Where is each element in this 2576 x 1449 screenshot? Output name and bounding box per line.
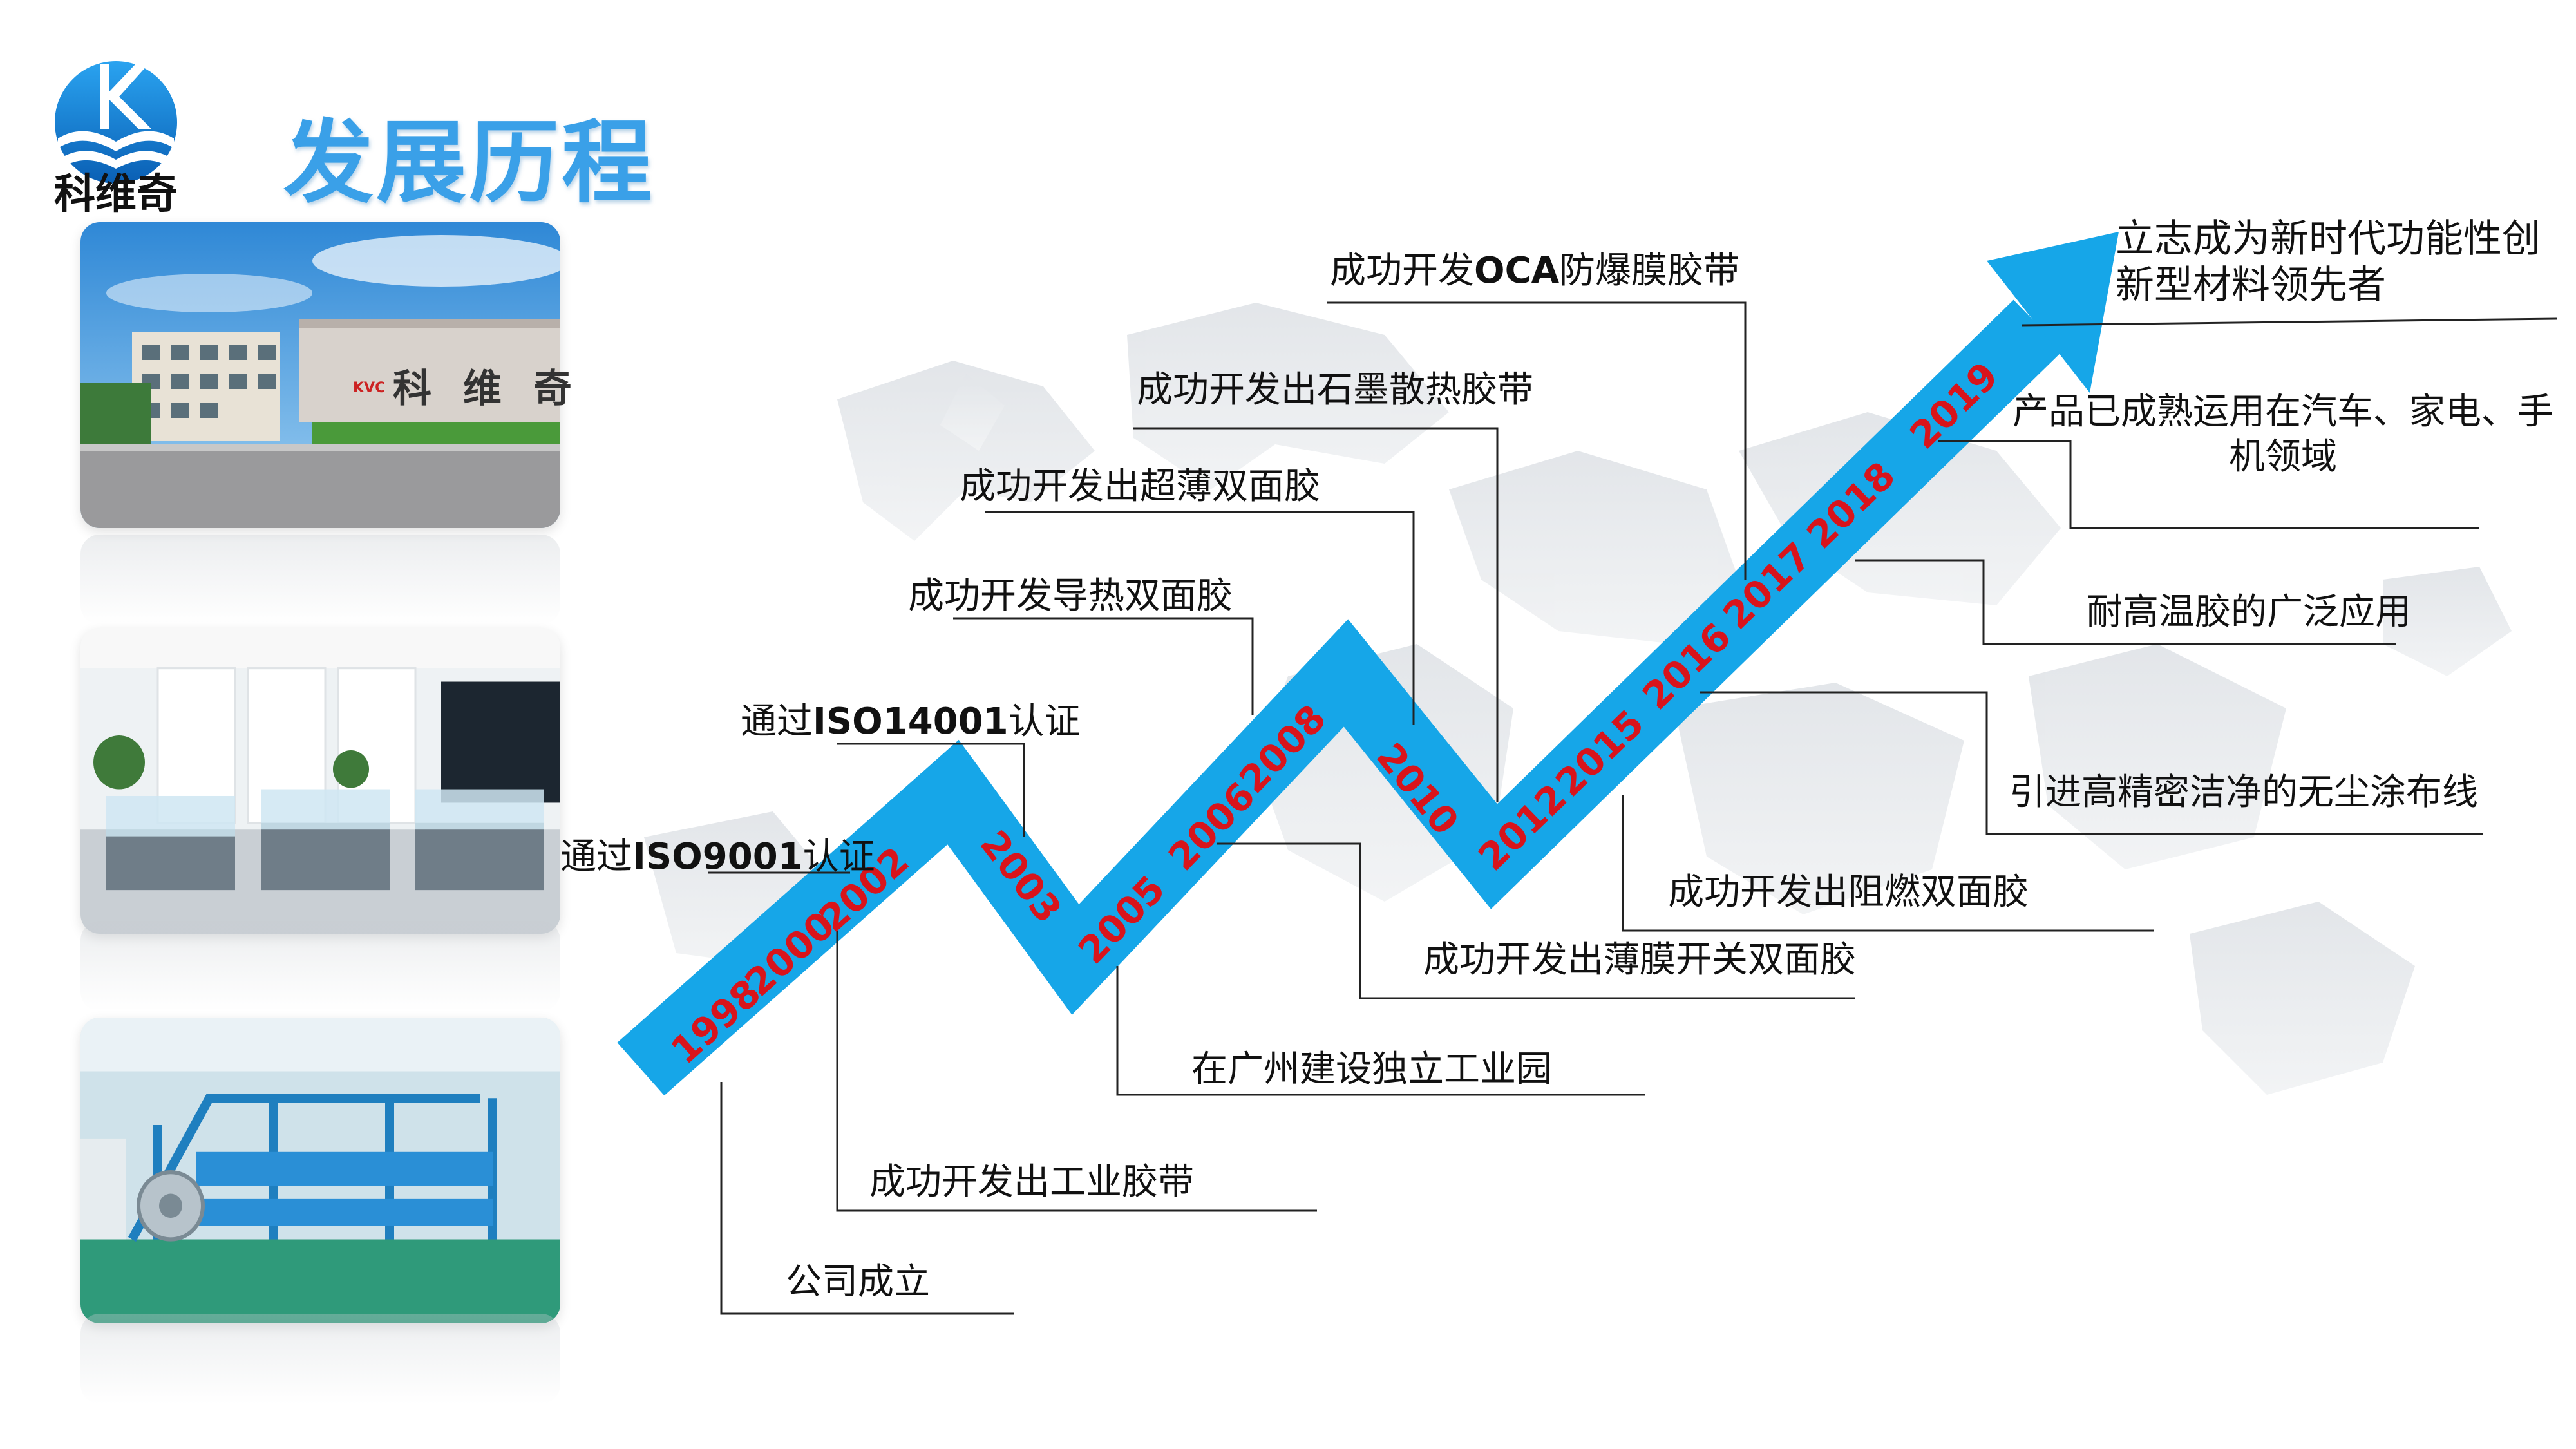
milestone-industrial-tape: 成功开发出工业胶带	[869, 1161, 1194, 1203]
milestone-high-temp: 耐高温胶的广泛应用	[2087, 591, 2411, 633]
milestone-connectors	[708, 301, 2557, 1315]
milestone-applications: 产品已成熟运用在汽车、家电、手机领域	[2012, 391, 2553, 478]
milestone-flame-retardant: 成功开发出阻燃双面胶	[1668, 871, 2029, 913]
company-building-photo	[80, 222, 560, 528]
kvc-sign-tag: KVC	[353, 380, 386, 396]
milestone-graphite-tape: 成功开发出石墨散热胶带	[1137, 369, 1533, 411]
brand-name: 科维奇	[54, 171, 178, 218]
milestone-ultrathin-tape: 成功开发出超薄双面胶	[960, 466, 1320, 507]
photo-reflection	[80, 921, 560, 1011]
growth-arrow-icon	[617, 232, 2119, 1096]
milestone-iso9001: 通过ISO9001认证	[560, 836, 875, 878]
milestone-founded: 公司成立	[786, 1261, 930, 1303]
kvc-logo-icon	[55, 61, 177, 184]
page-title: 发展历程	[283, 111, 655, 216]
photo-reflection	[80, 535, 560, 625]
kvc-sign-text: 科 维 奇	[393, 366, 581, 412]
milestone-vision: 立志成为新时代功能性创新型材料领先者	[2116, 216, 2541, 308]
milestone-iso14001: 通过ISO14001认证	[741, 701, 1081, 743]
photo-reflection	[80, 1314, 560, 1404]
production-workshop-photo	[80, 1018, 560, 1323]
milestone-guangzhou-park: 在广州建设独立工业园	[1191, 1048, 1552, 1090]
office-interior-photo	[80, 628, 560, 934]
milestone-oca-tape: 成功开发OCA防爆膜胶带	[1330, 250, 1740, 292]
milestone-film-switch-tape: 成功开发出薄膜开关双面胶	[1423, 939, 1856, 981]
milestone-dust-free-line: 引进高精密洁净的无尘涂布线	[2009, 772, 2478, 813]
milestone-thermal-tape: 成功开发导热双面胶	[908, 575, 1233, 617]
